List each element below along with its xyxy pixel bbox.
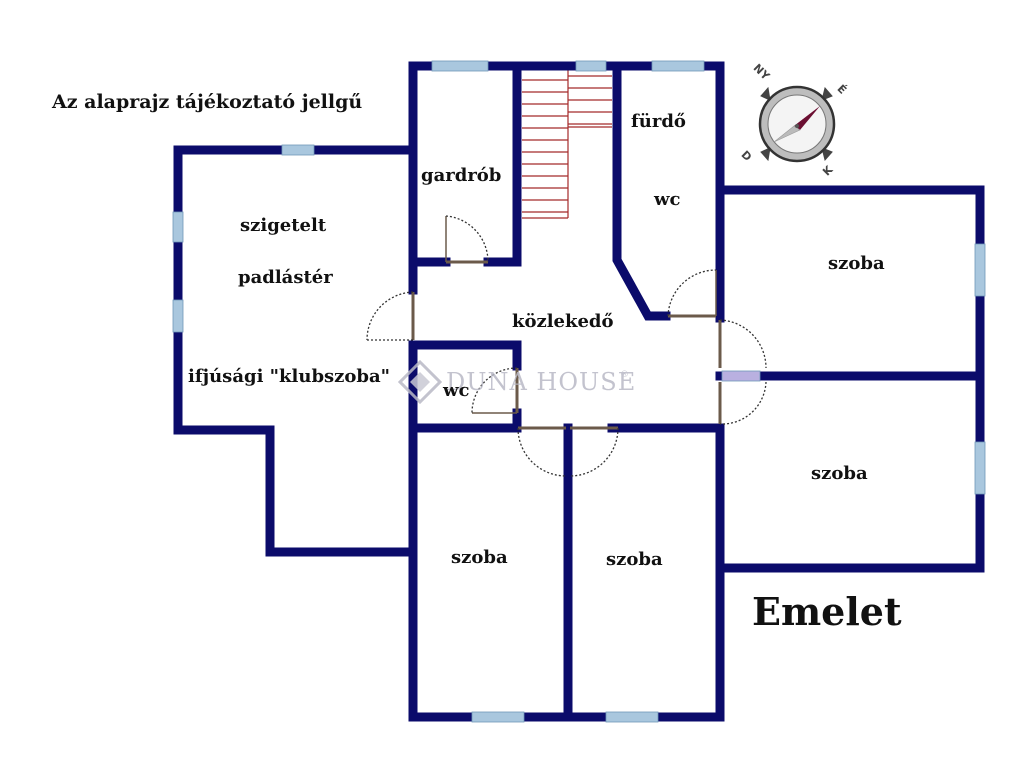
walls	[173, 61, 985, 722]
door-furdo	[667, 269, 717, 318]
floor-title: Emelet	[752, 589, 902, 634]
door-gardrob	[445, 215, 489, 264]
room-label-wc: wc	[442, 380, 469, 401]
door-szoba-s	[569, 426, 619, 477]
room-label-padlaster: padlástér	[238, 267, 333, 288]
door-padlaster	[366, 291, 415, 341]
duna-house-logo-icon	[397, 359, 443, 405]
room-label-furdo: fürdő	[631, 111, 686, 132]
room-label-szoba-se: szoba	[811, 463, 868, 484]
compass-label-d: D	[739, 148, 755, 164]
room-label-furdo-wc: wc	[653, 189, 680, 210]
watermark-brand: DUNA HOUSE	[446, 368, 636, 396]
compass-label-ny: NY	[751, 61, 773, 83]
disclaimer-note: Az alaprajz tájékoztató jellgű	[51, 91, 362, 113]
door-szoba-se	[718, 381, 767, 425]
watermark-registered-mark: ®	[620, 370, 629, 380]
room-label-gardrob: gardrób	[421, 165, 501, 186]
room-label-szoba-ne: szoba	[828, 253, 885, 274]
staircase	[522, 68, 612, 219]
doors	[366, 215, 767, 477]
room-label-szigetelt: szigetelt	[240, 215, 327, 236]
windows	[172, 60, 986, 723]
watermark: DUNA HOUSE ®	[397, 359, 636, 405]
room-label-kozlekedo: közlekedő	[512, 311, 614, 332]
room-label-szoba-s: szoba	[606, 549, 663, 570]
compass-label-k: K	[820, 163, 836, 179]
door-wc	[471, 367, 519, 414]
door-szoba-ne	[718, 319, 767, 369]
door-szoba-sw	[517, 426, 567, 477]
room-label-klubszoba: ifjúsági "klubszoba"	[188, 366, 390, 387]
compass-label-e: É	[835, 82, 850, 97]
compass-icon: NY É D K	[739, 61, 850, 178]
room-label-szoba-sw: szoba	[451, 547, 508, 568]
